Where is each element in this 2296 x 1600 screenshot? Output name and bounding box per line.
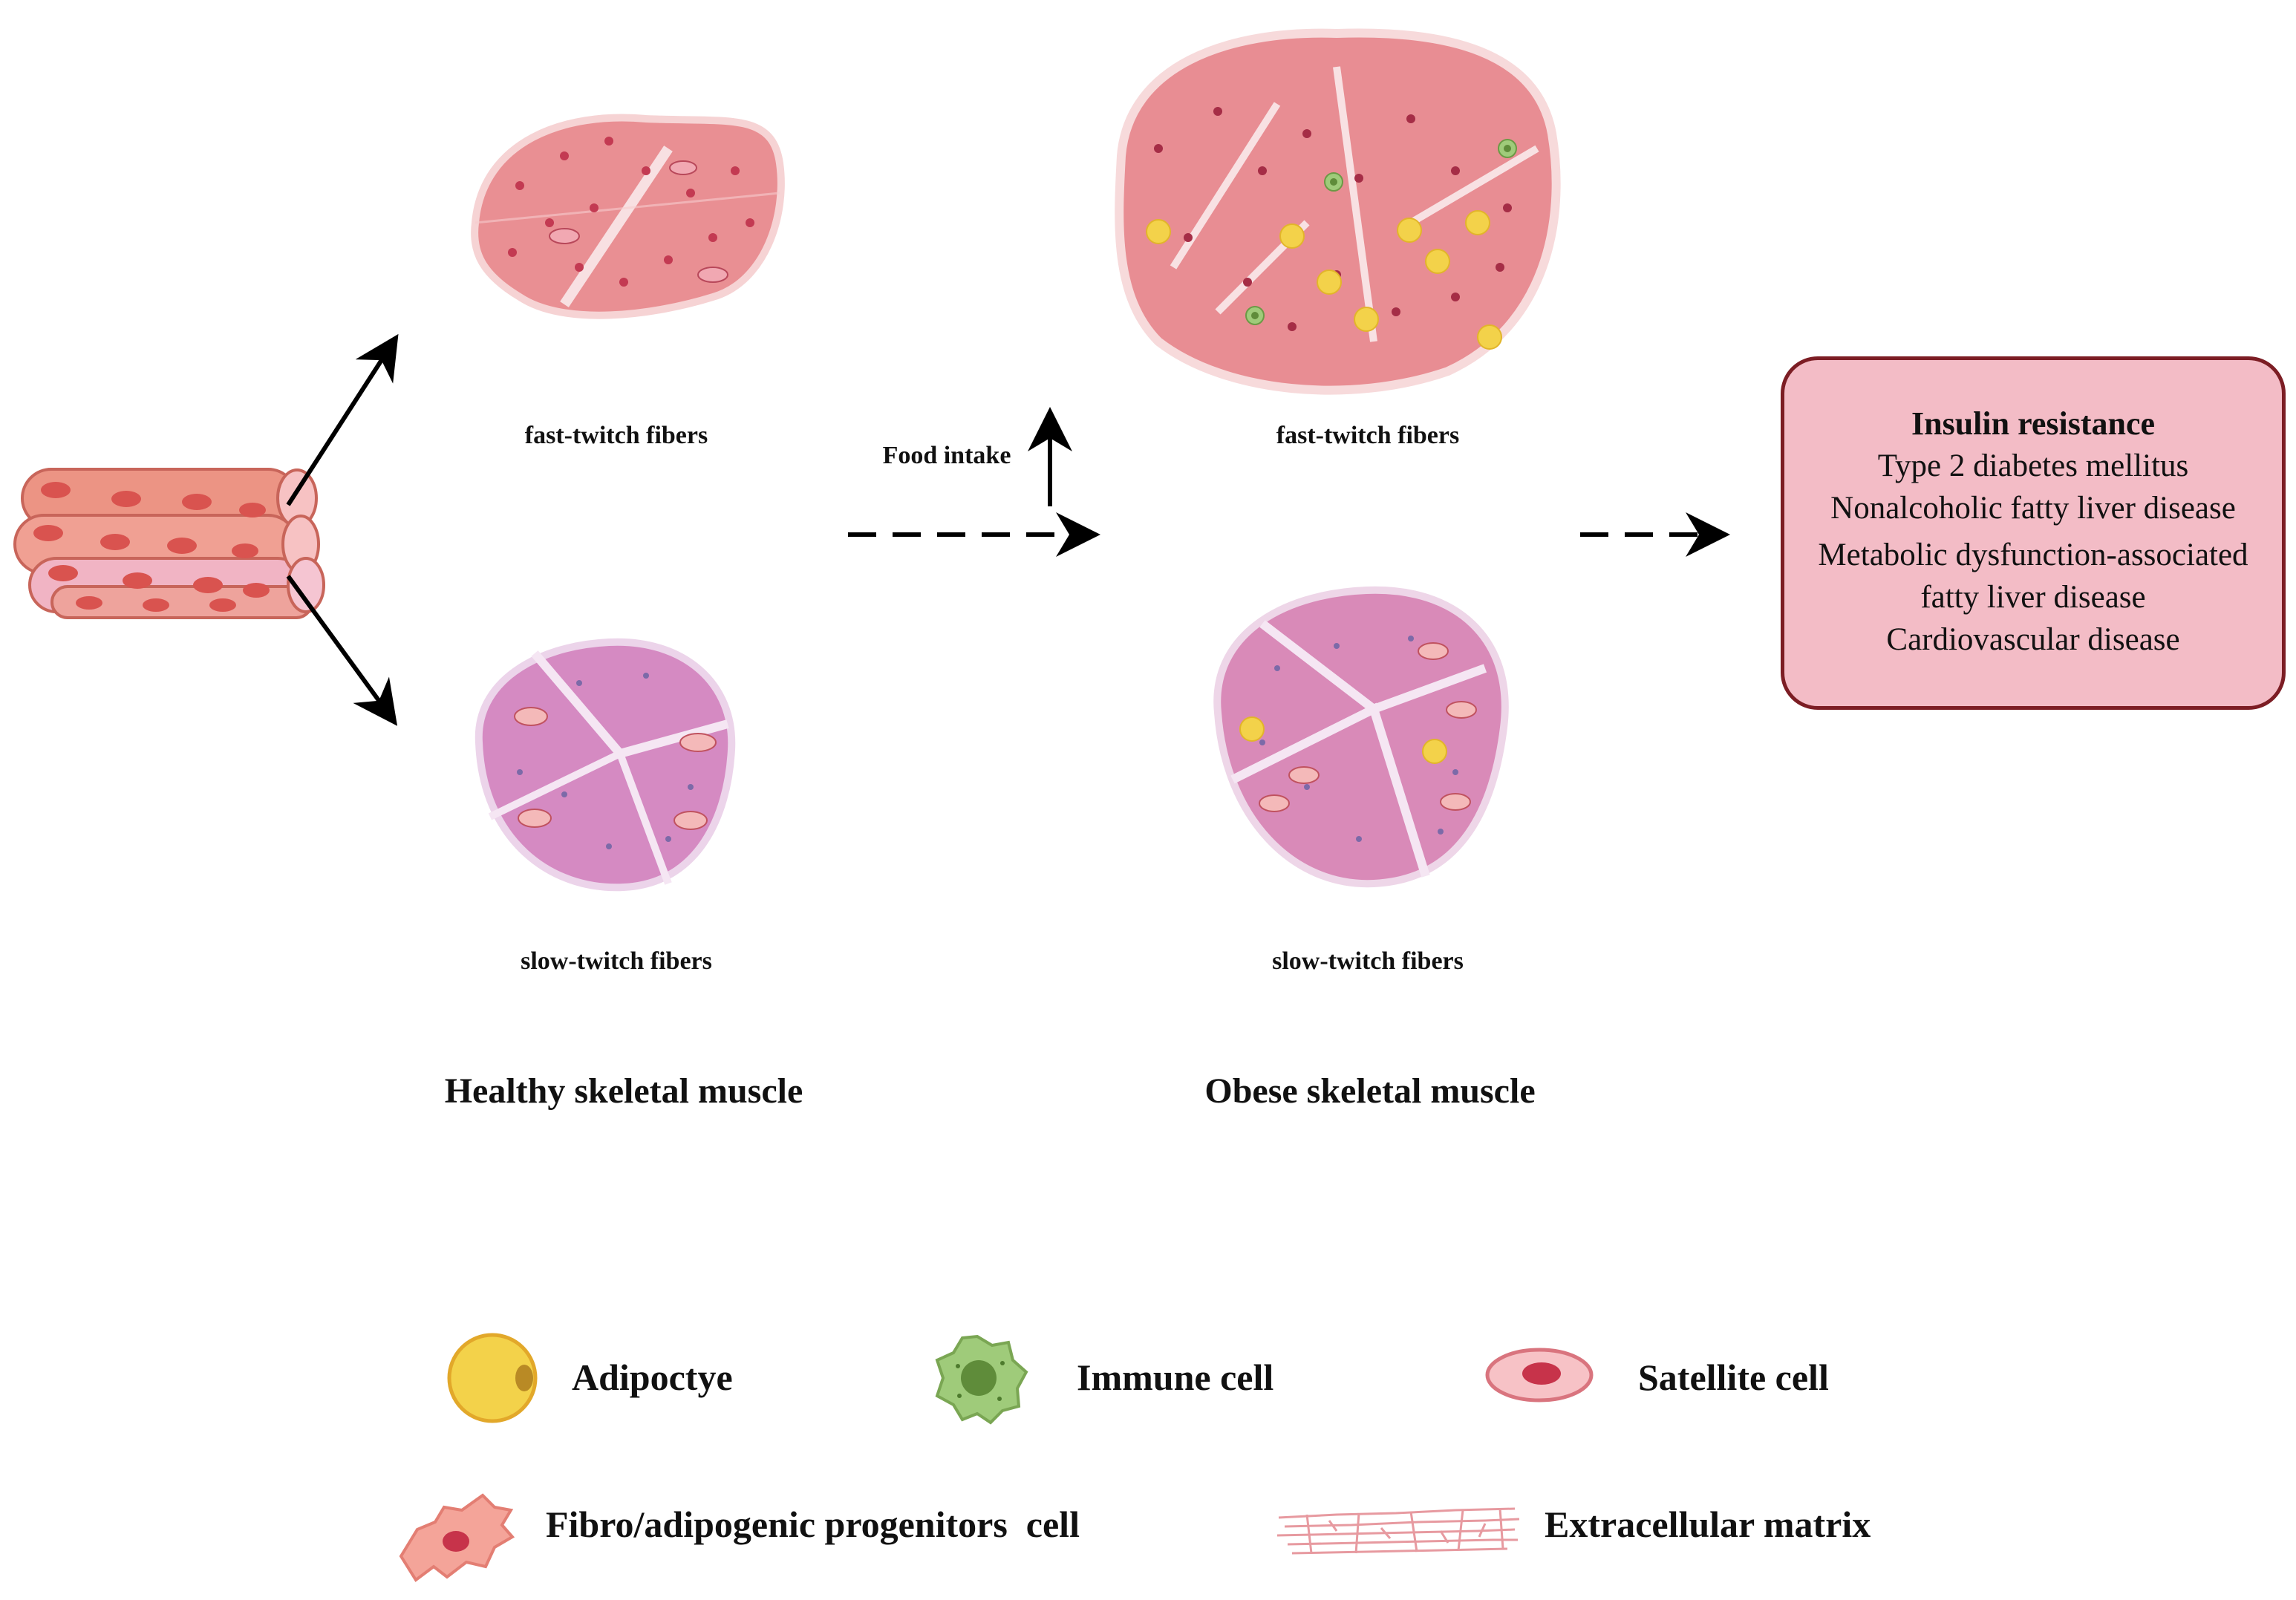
legend-ecm-label: Extracellular matrix (1545, 1503, 1871, 1545)
obese-slow-twitch-section-icon (1213, 586, 1509, 888)
healthy-fast-twitch-label: fast-twitch fibers (524, 422, 708, 449)
outcomes-box: Insulin resistance Type 2 diabetes melli… (1781, 356, 2286, 710)
healthy-fast-twitch-section-icon (471, 114, 785, 319)
legend-adipocyte-label: Adipoctye (572, 1356, 733, 1398)
healthy-slow-twitch-label: slow-twitch fibers (521, 947, 712, 975)
outcome-item: Cardiovascular disease (1886, 622, 2180, 657)
obese-fast-twitch-section-icon (1115, 28, 1561, 395)
legend-satellite-label: Satellite cell (1638, 1356, 1829, 1398)
satellite-cell-icon (1485, 1348, 1594, 1403)
outcome-item: Nonalcoholic fatty liver disease (1830, 491, 2236, 526)
legend-fap-label: Fibro/adipogenic progenitors cell (546, 1503, 1080, 1545)
outcome-item: Metabolic dysfunction-associated (1818, 538, 2248, 572)
outcome-item: Type 2 diabetes mellitus (1877, 448, 2189, 483)
immune-cell-icon (935, 1334, 1028, 1425)
arrow-to-fast-twitch (286, 333, 399, 506)
extracellular-matrix-icon (1276, 1507, 1520, 1555)
arrow-to-slow-twitch (286, 575, 398, 726)
outcomes-title: Insulin resistance (1911, 405, 2156, 442)
muscle-fiber-bundle-icon (13, 468, 325, 619)
outcome-item: fatty liver disease (1920, 580, 2146, 615)
fibro-adipogenic-cell-icon (399, 1493, 515, 1582)
food-intake-label: Food intake (882, 442, 1011, 469)
obese-slow-twitch-label: slow-twitch fibers (1272, 947, 1464, 975)
obese-section-title: Obese skeletal muscle (1204, 1071, 1536, 1111)
adipocyte-icon (447, 1333, 538, 1423)
healthy-section-title: Healthy skeletal muscle (444, 1071, 803, 1111)
legend-immune-label: Immune cell (1077, 1356, 1274, 1398)
healthy-slow-twitch-section-icon (474, 638, 736, 892)
obese-fast-twitch-label: fast-twitch fibers (1276, 422, 1460, 449)
